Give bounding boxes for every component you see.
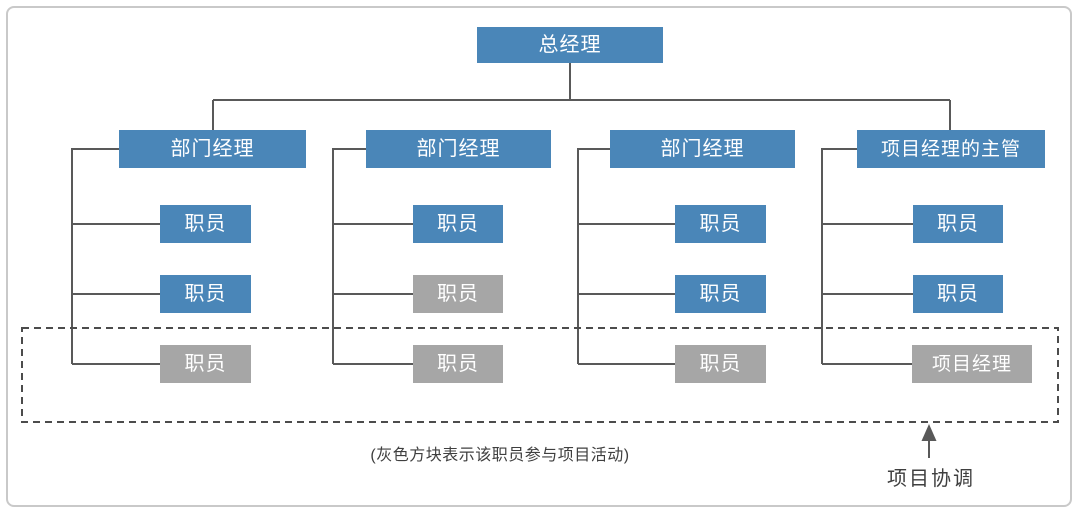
node-department-manager-1: 部门经理 bbox=[119, 130, 306, 168]
node-staff-col2-row2: 职员 bbox=[413, 275, 503, 313]
project-coordination-label: 项目协调 bbox=[887, 468, 975, 490]
node-general-manager: 总经理 bbox=[477, 27, 663, 63]
project-coordination-arrow bbox=[921, 424, 937, 458]
column3-connector bbox=[577, 148, 675, 365]
node-department-manager-3: 部门经理 bbox=[610, 130, 795, 168]
node-project-manager-supervisor: 项目经理的主管 bbox=[857, 130, 1045, 168]
legend-caption: (灰色方块表示该职员参与项目活动) bbox=[370, 447, 630, 464]
node-staff-col3-row3: 职员 bbox=[675, 345, 766, 383]
node-staff-col2-row3: 职员 bbox=[413, 345, 503, 383]
chart-border bbox=[6, 6, 1072, 507]
column2-connector bbox=[332, 148, 413, 365]
column4-connector bbox=[821, 148, 913, 365]
node-project-manager: 项目经理 bbox=[912, 345, 1032, 383]
project-boundary-dashed-outline bbox=[21, 327, 1059, 423]
node-staff-col3-row2: 职员 bbox=[675, 275, 766, 313]
node-staff-col4-row2: 职员 bbox=[913, 275, 1003, 313]
node-staff-col1-row2: 职员 bbox=[160, 275, 251, 313]
node-department-manager-2: 部门经理 bbox=[366, 130, 551, 168]
node-staff-col3-row1: 职员 bbox=[675, 205, 766, 243]
column1-connector bbox=[71, 148, 160, 365]
node-staff-col1-row3: 职员 bbox=[160, 345, 251, 383]
node-staff-col4-row1: 职员 bbox=[913, 205, 1003, 243]
node-staff-col2-row1: 职员 bbox=[413, 205, 503, 243]
node-staff-col1-row1: 职员 bbox=[160, 205, 251, 243]
root-connector bbox=[212, 63, 951, 130]
